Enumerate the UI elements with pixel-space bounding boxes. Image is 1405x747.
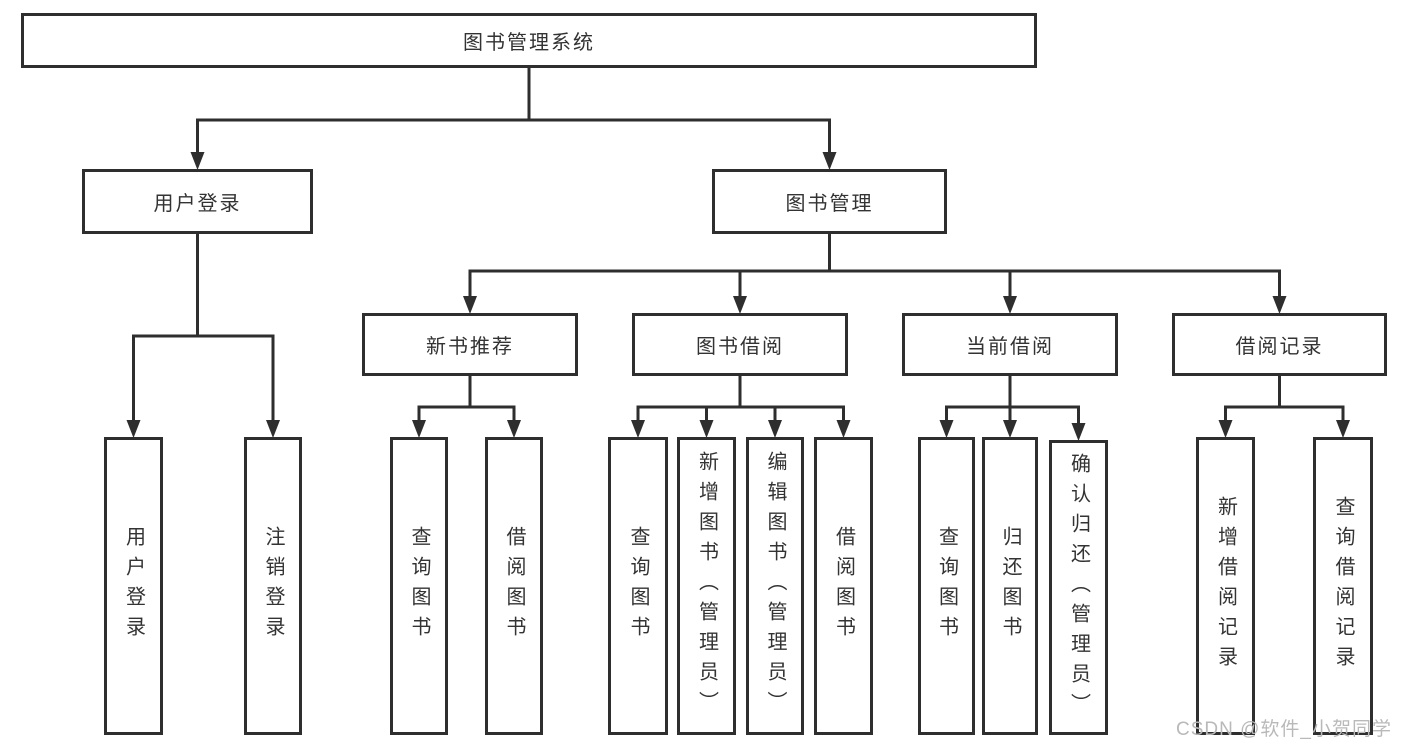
arrowhead-br-add (1218, 420, 1233, 438)
arrowhead-current-borrow (1003, 296, 1017, 314)
arrowhead-cb-query (939, 420, 954, 438)
arrowhead-cb-return (1003, 420, 1017, 438)
node-bb-edit: 编辑图书（管理员） (746, 437, 804, 735)
node-book-borrow: 图书借阅 (632, 313, 848, 376)
connector-user-login (132, 234, 275, 423)
node-label-user-login: 用户登录 (153, 193, 242, 215)
node-root: 图书管理系统 (21, 13, 1037, 68)
node-nb-query: 查询图书 (390, 437, 448, 735)
connector-current-borrow (945, 376, 1080, 426)
node-cb-return: 归还图书 (982, 437, 1038, 735)
arrowhead-br-query (1336, 420, 1350, 438)
node-bb-query: 查询图书 (608, 437, 668, 735)
arrowhead-bb-borrow (836, 420, 851, 438)
arrowhead-nb-query (412, 420, 426, 438)
connector-borrow-records (1224, 376, 1345, 423)
node-label-bb-edit: 编辑图书（管理员） (764, 451, 786, 721)
arrowhead-bb-add (699, 420, 714, 438)
arrowhead-book-borrow (733, 296, 747, 314)
node-current-borrow: 当前借阅 (902, 313, 1118, 376)
arrowhead-book-mgmt (822, 152, 837, 170)
arrowhead-nb-borrow (507, 420, 521, 438)
node-ul-logout: 注销登录 (244, 437, 302, 735)
node-cb-confirm: 确认归还（管理员） (1049, 440, 1108, 735)
watermark: CSDN @软件_小贺同学 (1176, 719, 1392, 740)
node-label-bb-query: 查询图书 (627, 526, 649, 646)
node-bb-add: 新增图书（管理员） (677, 437, 736, 735)
node-user-login: 用户登录 (82, 169, 313, 234)
node-br-add: 新增借阅记录 (1196, 437, 1255, 735)
arrowhead-user-login (190, 152, 205, 170)
arrowhead-new-books (463, 296, 477, 314)
node-label-cb-return: 归还图书 (999, 526, 1021, 646)
node-borrow-records: 借阅记录 (1172, 313, 1387, 376)
connector-root (196, 68, 831, 155)
node-cb-query: 查询图书 (918, 437, 975, 735)
arrowhead-ul-logout (266, 420, 280, 438)
arrowhead-cb-confirm (1071, 423, 1086, 441)
node-label-br-query: 查询借阅记录 (1332, 496, 1354, 676)
node-nb-borrow: 借阅图书 (485, 437, 543, 735)
node-bb-borrow: 借阅图书 (814, 437, 873, 735)
node-label-ul-login: 用户登录 (122, 526, 145, 646)
node-label-book-borrow: 图书借阅 (696, 336, 784, 358)
node-ul-login: 用户登录 (104, 437, 163, 735)
node-label-nb-borrow: 借阅图书 (503, 526, 525, 646)
arrowhead-bb-query (631, 420, 645, 438)
node-label-current-borrow: 当前借阅 (966, 336, 1054, 358)
node-label-bb-borrow: 借阅图书 (832, 526, 855, 646)
node-new-books: 新书推荐 (362, 313, 578, 376)
arrowhead-bb-edit (768, 420, 782, 438)
connector-new-books (417, 376, 516, 423)
node-label-ul-logout: 注销登录 (262, 526, 284, 646)
connector-book-borrow (636, 376, 845, 423)
node-label-book-mgmt: 图书管理 (785, 193, 874, 215)
node-label-bb-add: 新增图书（管理员） (695, 451, 718, 721)
node-label-root: 图书管理系统 (463, 32, 595, 54)
node-book-mgmt: 图书管理 (712, 169, 947, 234)
node-label-new-books: 新书推荐 (426, 336, 514, 358)
node-label-br-add: 新增借阅记录 (1214, 496, 1237, 676)
node-label-cb-confirm: 确认归还（管理员） (1067, 452, 1090, 723)
arrowhead-borrow-records (1272, 296, 1287, 314)
arrowhead-ul-login (126, 420, 141, 438)
node-label-cb-query: 查询图书 (935, 526, 958, 646)
connector-book-mgmt (468, 234, 1281, 299)
node-label-borrow-records: 借阅记录 (1235, 336, 1324, 358)
node-label-nb-query: 查询图书 (408, 526, 430, 646)
node-br-query: 查询借阅记录 (1313, 437, 1373, 735)
